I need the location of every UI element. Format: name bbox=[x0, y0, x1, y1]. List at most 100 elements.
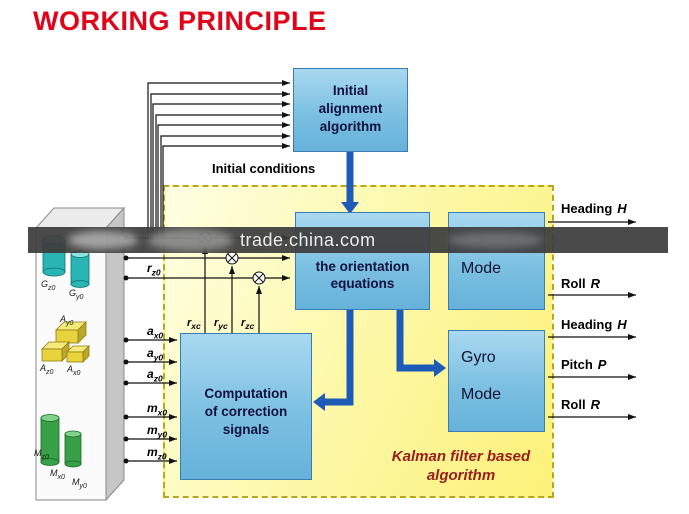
signal-label-a-y0: ay0 bbox=[147, 346, 163, 362]
label-base: A bbox=[60, 314, 67, 324]
label-base: A bbox=[40, 363, 47, 373]
label-base: a bbox=[147, 346, 154, 360]
label-base: m bbox=[147, 423, 158, 437]
output-arrows bbox=[548, 219, 636, 420]
correction-computation-box: Computation of correction signals bbox=[180, 333, 312, 480]
label-sub: x0 bbox=[153, 330, 164, 341]
label-base: G bbox=[69, 288, 77, 298]
label-base: M bbox=[34, 448, 42, 458]
box-line: Mode bbox=[461, 260, 502, 277]
sensor-block bbox=[34, 206, 126, 502]
thick-blue-arrows bbox=[325, 152, 434, 406]
label-base: r bbox=[147, 261, 152, 275]
label-sub: zc bbox=[245, 321, 255, 332]
kalman-filter-label: Kalman filter based algorithm bbox=[368, 447, 554, 485]
output-label-roll-1: Roll R bbox=[561, 276, 600, 291]
label-sub: x0 bbox=[157, 407, 168, 418]
page-title: WORKING PRINCIPLE bbox=[33, 6, 327, 36]
label-base: m bbox=[147, 401, 158, 415]
sensor-label-g-y0: Gy0 bbox=[69, 288, 83, 301]
initial-conditions-label: Initial conditions bbox=[212, 161, 316, 176]
initial-alignment-box: Initial alignment algorithm bbox=[293, 68, 408, 152]
label-sub: y0 bbox=[66, 319, 74, 327]
signal-label-m-y0: my0 bbox=[147, 423, 167, 439]
output-name: Heading bbox=[561, 317, 613, 332]
signal-label-r-zc: rzc bbox=[241, 317, 254, 331]
output-name: Roll bbox=[561, 276, 586, 291]
label-base: M bbox=[50, 468, 58, 478]
signal-label-r-xc: rxc bbox=[187, 317, 201, 331]
output-name: Pitch bbox=[561, 357, 593, 372]
box-line: signals bbox=[222, 422, 270, 437]
output-label-roll-2: Roll R bbox=[561, 397, 600, 412]
accel-mag-signal-lines bbox=[126, 337, 177, 464]
label-sub: z0 bbox=[157, 451, 167, 462]
label-base: r bbox=[214, 317, 219, 329]
magnetometer-sensor-icons bbox=[40, 414, 82, 468]
label-base: M bbox=[72, 477, 80, 487]
output-var: R bbox=[590, 397, 600, 412]
label-base: a bbox=[147, 367, 154, 381]
output-name: Roll bbox=[561, 397, 586, 412]
thick-blue-arrowheads bbox=[313, 202, 446, 411]
signal-label-m-z0: mz0 bbox=[147, 445, 167, 461]
output-var: R bbox=[590, 276, 600, 291]
label-sub: x0 bbox=[73, 369, 81, 377]
label-sub: z0 bbox=[151, 267, 161, 278]
kalman-line: Kalman filter based bbox=[391, 448, 531, 465]
fan-arrows-to-initial-alignment bbox=[147, 80, 290, 240]
gyro-mode-box: Gyro Mode bbox=[448, 330, 545, 432]
label-base: A bbox=[67, 364, 74, 374]
label-sub: y0 bbox=[76, 293, 84, 301]
output-var: H bbox=[617, 317, 627, 332]
label-sub: yc bbox=[218, 321, 228, 332]
output-label-pitch: Pitch P bbox=[561, 357, 606, 372]
box-line: algorithm bbox=[319, 119, 382, 134]
correction-signal-lines bbox=[202, 246, 262, 333]
label-sub: y0 bbox=[153, 352, 164, 363]
signal-label-a-z0: az0 bbox=[147, 367, 163, 383]
watermark-blob bbox=[68, 231, 138, 249]
watermark-blob bbox=[148, 229, 233, 251]
label-base: r bbox=[187, 317, 192, 329]
label-sub: z0 bbox=[41, 453, 49, 461]
signal-label-a-x0: ax0 bbox=[147, 324, 163, 340]
sensor-label-a-x0: Ax0 bbox=[67, 364, 80, 377]
label-base: r bbox=[241, 317, 246, 329]
box-line: of correction bbox=[204, 404, 288, 419]
label-sub: z0 bbox=[48, 284, 56, 292]
sensor-label-a-z0: Az0 bbox=[40, 363, 53, 376]
box-line: equations bbox=[330, 276, 395, 291]
signal-label-r-yc: ryc bbox=[214, 317, 228, 331]
label-sub: z0 bbox=[46, 368, 54, 376]
box-line: Computation bbox=[204, 386, 288, 401]
accelerometer-sensor-icons bbox=[41, 321, 90, 363]
box-line: Gyro bbox=[461, 349, 496, 366]
output-label-heading-2: Heading H bbox=[561, 317, 627, 332]
box-line: Mode bbox=[461, 386, 502, 403]
kalman-line: algorithm bbox=[426, 467, 496, 484]
signal-label-r-z0: rz0 bbox=[147, 261, 161, 277]
output-var: H bbox=[617, 201, 627, 216]
label-base: m bbox=[147, 445, 158, 459]
label-sub: y0 bbox=[157, 429, 168, 440]
signal-label-m-x0: mx0 bbox=[147, 401, 167, 417]
label-base: a bbox=[147, 324, 154, 338]
sensor-label-m-z0: Mz0 bbox=[34, 448, 49, 461]
box-line: Initial bbox=[332, 83, 369, 98]
sensor-label-m-x0: Mx0 bbox=[50, 468, 65, 481]
watermark-text: trade.china.com bbox=[240, 230, 376, 250]
label-base: G bbox=[41, 279, 49, 289]
label-sub: y0 bbox=[79, 482, 87, 490]
box-line: the orientation bbox=[315, 259, 410, 274]
output-label-heading-1: Heading H bbox=[561, 201, 627, 216]
box-line: alignment bbox=[318, 101, 383, 116]
watermark-band: trade.china.com bbox=[28, 227, 668, 253]
output-var: P bbox=[597, 357, 607, 372]
watermark-blob bbox=[448, 232, 543, 248]
output-name: Heading bbox=[561, 201, 613, 216]
label-sub: z0 bbox=[153, 373, 163, 384]
sensor-label-g-z0: Gz0 bbox=[41, 279, 55, 292]
